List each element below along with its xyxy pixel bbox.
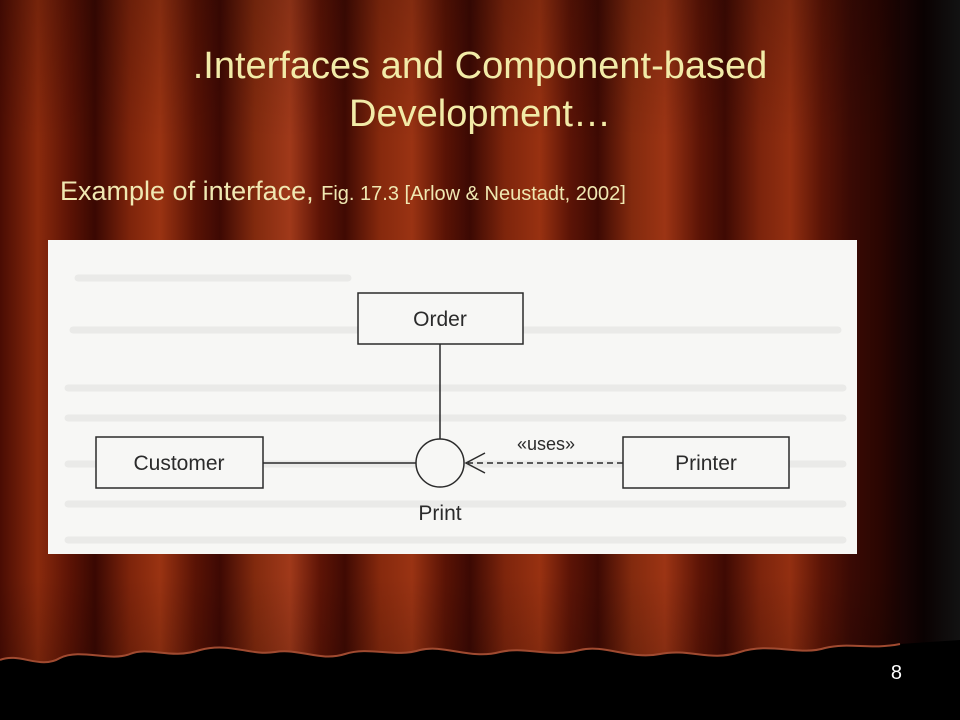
customer-label: Customer: [133, 452, 224, 475]
slide-subtitle: Example of interface, Fig. 17.3 [Arlow &…: [60, 176, 626, 207]
interface-diagram: Order Customer Printer Print «uses»: [48, 240, 857, 554]
title-line-2: Development…: [100, 90, 860, 138]
page-number: 8: [891, 662, 902, 685]
title-line-1: .Interfaces and Component-based: [100, 42, 860, 90]
order-label: Order: [413, 308, 467, 331]
print-interface-lollipop: [416, 439, 464, 487]
subtitle-main-text: Example of interface,: [60, 176, 321, 206]
uses-stereotype-label: «uses»: [517, 434, 575, 454]
printer-label: Printer: [675, 452, 737, 475]
slide-title: .Interfaces and Component-based Developm…: [100, 42, 860, 138]
subtitle-reference: Fig. 17.3 [Arlow & Neustadt, 2002]: [321, 183, 626, 205]
curtain-right-shadow: [900, 0, 960, 720]
interface-figure: Order Customer Printer Print «uses»: [48, 240, 857, 554]
curtain-bottom-hem: [0, 630, 960, 720]
print-interface-label: Print: [418, 502, 461, 525]
